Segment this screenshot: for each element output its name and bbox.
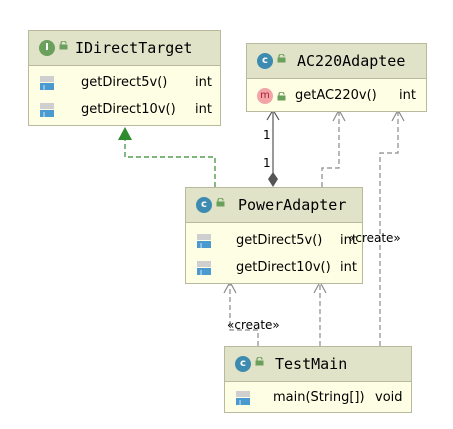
svg-text:J: J: [199, 242, 202, 249]
create-label-right: «create»: [348, 231, 401, 245]
method-row[interactable]: J getDirect5v() int: [29, 69, 220, 96]
class-ac220adaptee[interactable]: c AC220Adaptee m getAC220v() int: [246, 43, 427, 112]
interface-icon: I: [39, 40, 55, 56]
method-visibility-icon: J: [197, 261, 211, 276]
dependency-edge-testmain-ac220: [379, 112, 399, 346]
class-header: c AC220Adaptee: [247, 44, 426, 79]
svg-text:J: J: [199, 269, 202, 276]
lock-icon: [277, 92, 286, 101]
method-badge-icon: m: [257, 88, 273, 104]
class-name: TestMain: [275, 355, 348, 373]
class-name: AC220Adaptee: [297, 52, 406, 70]
class-poweradapter[interactable]: c PowerAdapter J getDirect5v() int J get…: [185, 187, 363, 284]
composition-diamond: [268, 172, 278, 187]
svg-text:J: J: [42, 84, 45, 91]
method-visibility-icon: J: [40, 76, 54, 91]
lock-icon: [216, 198, 225, 207]
lock-icon: [255, 357, 264, 366]
class-header: c PowerAdapter: [186, 188, 362, 223]
method-name: getDirect5v(): [81, 75, 168, 90]
method-type: void: [375, 390, 403, 405]
method-visibility-icon: J: [40, 103, 54, 118]
method-type: int: [195, 102, 212, 117]
method-type: int: [399, 88, 416, 103]
method-name: getDirect10v(): [81, 102, 176, 117]
method-name: getAC220v(): [295, 88, 377, 103]
lock-icon: [277, 54, 286, 63]
realization-edge: [124, 140, 216, 187]
class-icon: c: [196, 197, 212, 213]
method-type: int: [340, 260, 357, 275]
svg-text:J: J: [42, 111, 45, 118]
method-visibility-icon: J: [197, 234, 211, 249]
class-name: PowerAdapter: [238, 196, 347, 214]
lock-icon: [59, 41, 68, 50]
method-visibility-icon: J: [236, 391, 250, 406]
class-icon: c: [257, 53, 273, 69]
method-name: getDirect5v(): [236, 233, 323, 248]
create-label-left: «create»: [227, 318, 280, 332]
method-type: int: [195, 75, 212, 90]
realization-arrowhead: [118, 127, 132, 140]
method-name: main(String[]): [273, 390, 365, 405]
dependency-edge-power-ac220: [321, 112, 340, 187]
class-header: I IDirectTarget: [29, 31, 220, 66]
method-row[interactable]: J main(String[]) void: [225, 384, 411, 411]
method-row[interactable]: J getDirect10v() int: [186, 254, 362, 281]
class-testmain[interactable]: c TestMain J main(String[]) void: [224, 346, 412, 413]
class-idirecttarget[interactable]: I IDirectTarget J getDirect5v() int J ge…: [28, 30, 221, 126]
dependency-edge-testmain-power-left: [229, 284, 259, 346]
multiplicity-label-bottom: 1: [263, 156, 271, 170]
method-name: getDirect10v(): [236, 260, 331, 275]
class-name: IDirectTarget: [75, 39, 193, 57]
method-row[interactable]: J getDirect5v() int: [186, 227, 362, 254]
method-row[interactable]: J getDirect10v() int: [29, 96, 220, 123]
class-icon: c: [235, 356, 251, 372]
svg-text:J: J: [238, 399, 241, 406]
method-row[interactable]: m getAC220v() int: [247, 82, 426, 109]
method-type: int: [340, 233, 357, 248]
multiplicity-label-top: 1: [263, 128, 271, 142]
class-header: c TestMain: [225, 347, 411, 382]
